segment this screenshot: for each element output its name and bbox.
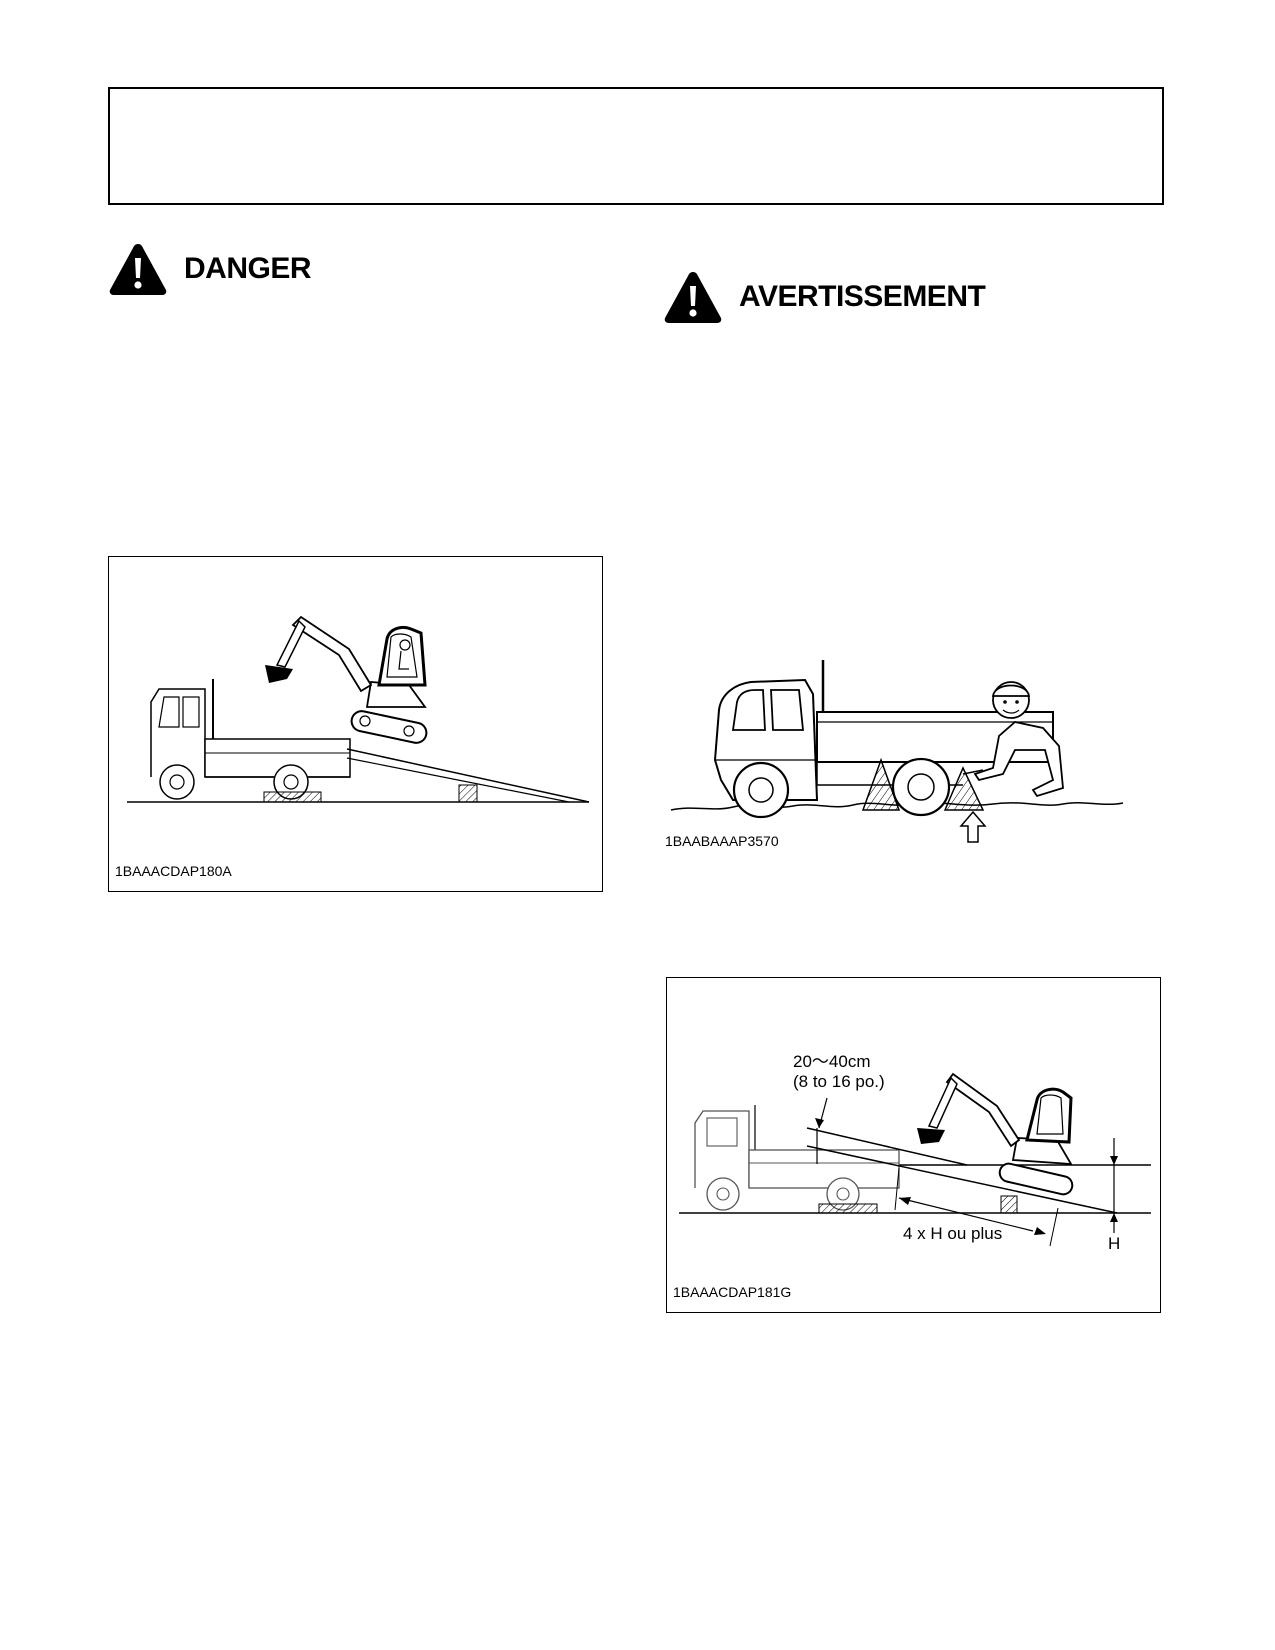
warning-triangle-icon <box>109 244 167 295</box>
figure-ramp-dimensions: 20～40cm (8 to 16 po.) 4 x H ou plus H 1B… <box>666 977 1161 1313</box>
warning-heading: AVERTISSEMENT <box>663 270 986 324</box>
excavator-truck-illustration <box>127 615 590 803</box>
clearance-label: 20～40cm (8 to 16 po.) <box>793 1052 885 1092</box>
warning-title: AVERTISSEMENT <box>739 280 986 313</box>
clearance-metric: 20～40cm <box>793 1052 871 1071</box>
height-label: H <box>1108 1234 1121 1253</box>
danger-title: DANGER <box>184 252 312 285</box>
figure-steep-ramp: 1BAAACDAP180A <box>108 556 603 892</box>
danger-heading: DANGER <box>108 242 312 296</box>
ramp-length-label: 4 x H ou plus <box>903 1224 1003 1243</box>
clearance-imperial: (8 to 16 po.) <box>793 1072 885 1091</box>
figure-code: 1BAAACDAP181G <box>673 1284 792 1300</box>
ramp-dimension-illustration <box>679 1072 1151 1247</box>
figure-wheel-chocks: 1BAABAAAP3570 <box>663 650 1133 865</box>
truck-chocks-illustration <box>670 660 1124 843</box>
figure-code: 1BAABAAAP3570 <box>665 833 779 849</box>
header-box <box>108 87 1164 205</box>
warning-triangle-icon <box>664 272 722 323</box>
figure-code: 1BAAACDAP180A <box>115 863 232 879</box>
